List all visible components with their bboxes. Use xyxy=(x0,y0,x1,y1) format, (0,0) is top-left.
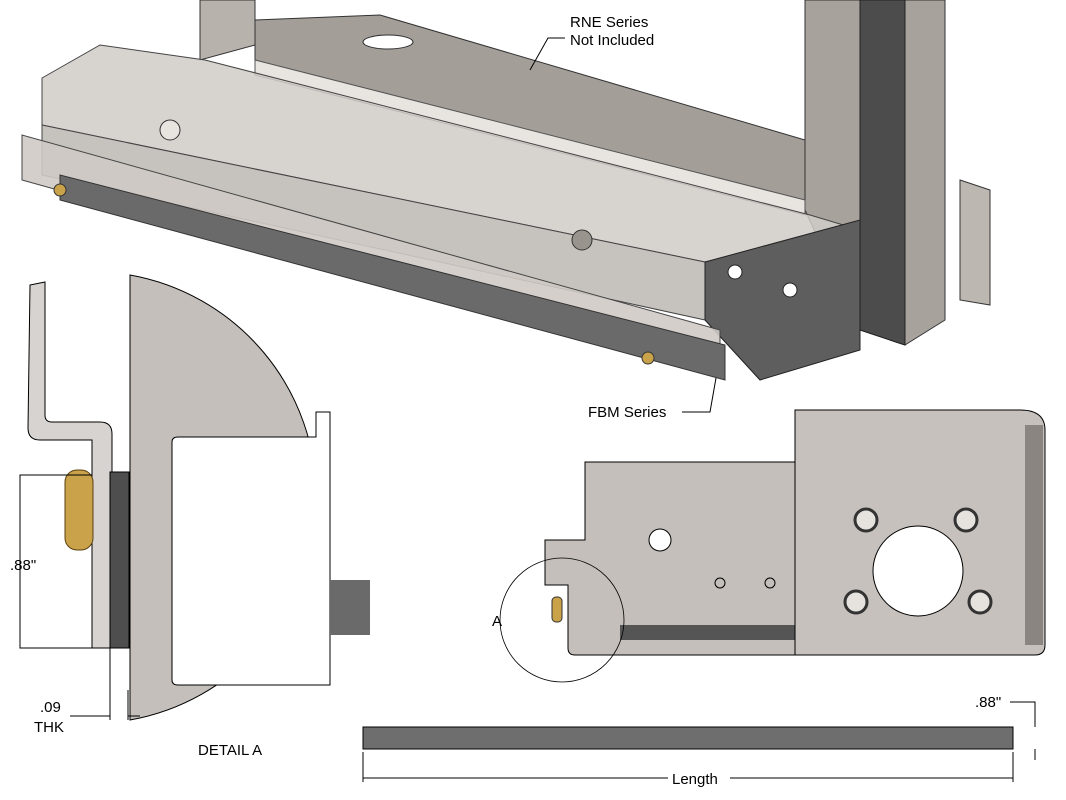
detail-a-tube-interior xyxy=(171,411,331,686)
rne-top-hole xyxy=(362,34,414,50)
rne-frame-dark-channel xyxy=(859,0,906,346)
detail-a-marker: A xyxy=(492,613,502,630)
iso-hole xyxy=(159,119,181,141)
thk-value: .09 xyxy=(40,699,61,716)
detail-a-screw-head xyxy=(64,469,94,551)
detail-a-bracket xyxy=(27,281,113,649)
end-view-bolt-hole xyxy=(967,589,993,615)
end-view-small-hole xyxy=(714,577,726,589)
iso-screw-right xyxy=(641,351,655,365)
end-view-channel xyxy=(544,461,796,656)
end-view-small-hole xyxy=(648,528,672,552)
detail-a-dark-rail xyxy=(330,580,370,635)
end-view-screw xyxy=(551,596,563,623)
detail-a-height-label: .88" xyxy=(10,557,36,574)
strip-height-dim xyxy=(1010,701,1036,727)
end-view-rail xyxy=(620,625,795,640)
rne-callout-line1: RNE Series xyxy=(570,14,648,31)
fbm-leader-line xyxy=(682,377,717,413)
iso-hole xyxy=(571,229,593,251)
iso-hole xyxy=(727,264,743,280)
iso-screw-left xyxy=(53,183,67,197)
rne-side-bracket xyxy=(959,179,991,306)
rne-callout: RNE Series Not Included xyxy=(529,14,654,71)
end-view-small-hole xyxy=(764,577,776,589)
strip-length-label: Length xyxy=(672,771,718,788)
detail-a-title: DETAIL A xyxy=(198,742,262,759)
end-view-center-hole xyxy=(872,525,964,617)
detail-a-insulator xyxy=(109,471,130,649)
thk-label: THK xyxy=(34,719,64,736)
detail-a-height-dim xyxy=(19,474,92,649)
iso-hole xyxy=(782,282,798,298)
fbm-housing-end xyxy=(704,219,861,381)
end-view: A xyxy=(492,409,1046,683)
end-view-bolt-hole xyxy=(953,507,979,533)
detail-a-view: .88" .09 THK DETAIL A xyxy=(10,274,370,759)
fbm-callout: FBM Series xyxy=(588,377,717,421)
strip-bar xyxy=(362,726,1014,750)
rne-frame-left-post xyxy=(199,0,256,61)
strip-height-label: .88" xyxy=(975,694,1001,711)
isometric-assembly xyxy=(21,0,991,381)
end-view-bolt-hole xyxy=(843,589,869,615)
rne-callout-line2: Not Included xyxy=(570,32,654,49)
end-view-housing-shade xyxy=(1025,425,1043,645)
fbm-callout-label: FBM Series xyxy=(588,404,666,421)
detail-a-callout-circle xyxy=(499,557,625,683)
strip-view: .88" Length xyxy=(362,694,1036,788)
rne-back-panel xyxy=(254,14,806,211)
end-view-bolt-hole xyxy=(853,507,879,533)
rne-leader-line xyxy=(529,37,565,71)
